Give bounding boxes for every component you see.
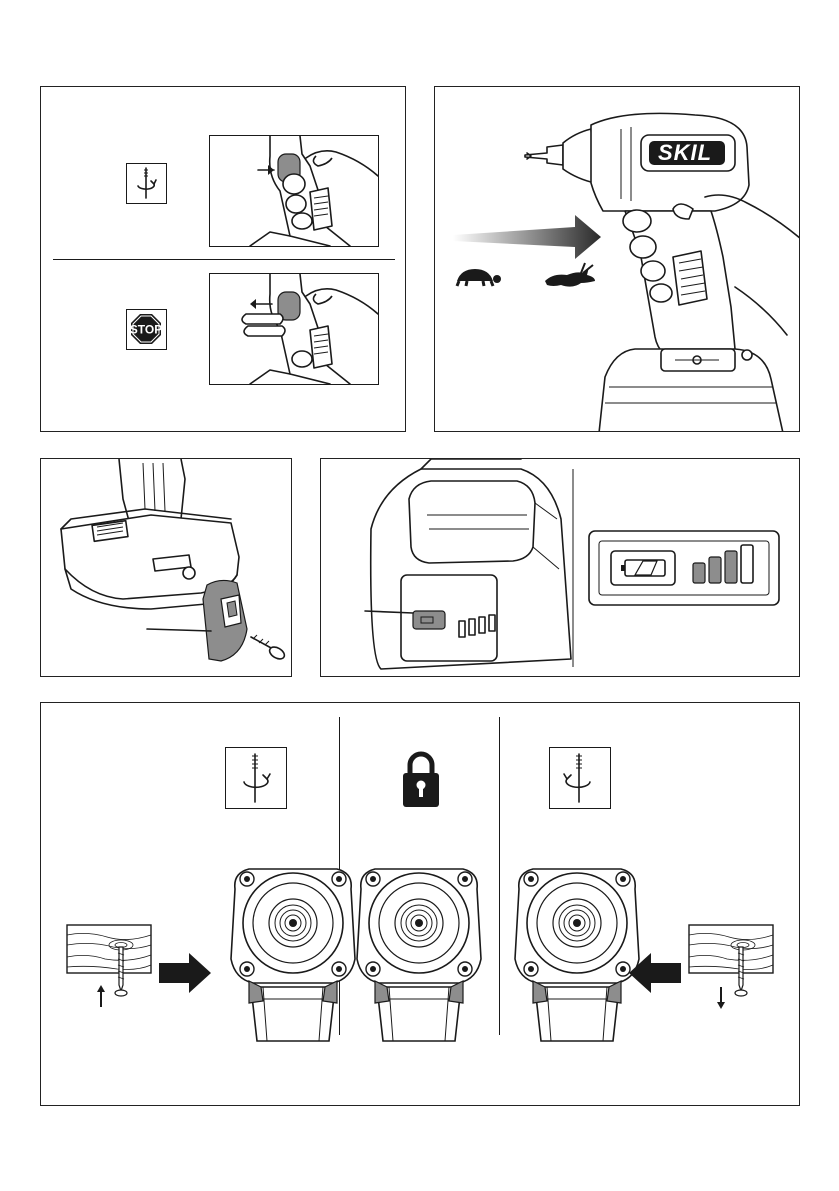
trigger-release-illustration xyxy=(209,273,379,385)
push-arrow-right xyxy=(159,953,211,993)
motor-head-reverse xyxy=(515,869,639,1041)
divider-line xyxy=(53,259,395,260)
motor-head-forward xyxy=(231,869,355,1041)
wood-block-screw-out xyxy=(689,925,773,1009)
panel-variable-speed: SKIL xyxy=(434,86,800,432)
callout-line xyxy=(147,629,211,631)
panel-battery-indicator xyxy=(320,458,800,677)
battery-pack-illustration xyxy=(365,459,571,669)
trigger-press-illustration xyxy=(209,135,379,247)
belt-clip-part xyxy=(203,580,286,661)
battery-icon xyxy=(611,551,675,585)
stop-label: STOP xyxy=(130,323,162,337)
impact-driver-illustration: SKIL xyxy=(525,113,800,432)
turtle-icon xyxy=(457,269,501,286)
brand-logo: SKIL xyxy=(658,140,712,165)
panel-trigger: STOP xyxy=(40,86,406,432)
battery-status-display xyxy=(589,531,779,605)
charge-bar-2 xyxy=(709,557,721,583)
wood-block-screw-in xyxy=(67,925,151,1007)
panel-direction-selector xyxy=(40,702,800,1106)
panel-belt-clip xyxy=(40,458,292,677)
rotate-clockwise-icon xyxy=(126,163,167,204)
charge-bar-4 xyxy=(741,545,753,583)
stop-sign-icon: STOP xyxy=(126,309,167,350)
speed-arrow xyxy=(453,215,601,259)
hare-icon xyxy=(545,263,595,287)
motor-head-locked xyxy=(357,869,481,1041)
charge-bar-1 xyxy=(693,563,705,583)
charge-bar-3 xyxy=(725,551,737,583)
